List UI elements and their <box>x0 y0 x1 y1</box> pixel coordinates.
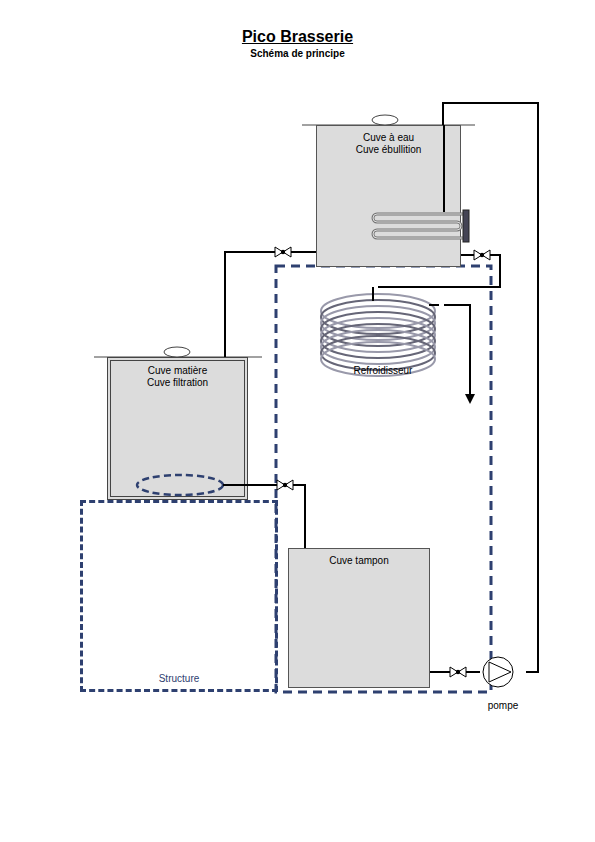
coil-outlet <box>429 304 439 306</box>
pump-triangle <box>489 662 511 682</box>
buffer-tank: Cuve tampon <box>288 548 430 688</box>
boil-tank: Cuve à eauCuve ébullition <box>316 125 461 267</box>
node-label: Cuve matière <box>115 365 240 377</box>
node-label: Structure <box>83 673 275 685</box>
node-label: pompe <box>480 700 526 712</box>
tank-lid <box>164 347 190 357</box>
node-label: Refroidisseur <box>317 365 449 377</box>
diagram-title: Pico Brasserie <box>0 28 595 46</box>
cooler-outlet <box>444 305 470 396</box>
pump-body <box>483 657 513 687</box>
pump: pompe <box>480 656 526 716</box>
heating-element <box>373 214 467 238</box>
structure-outline <box>276 266 491 692</box>
node-label: Cuve tampon <box>293 555 425 567</box>
tank-lid <box>372 115 398 125</box>
filter-ring <box>137 475 223 495</box>
return-pipe <box>443 125 445 212</box>
node-label: Cuve ébullition <box>321 144 456 156</box>
heater-flange <box>463 210 469 242</box>
pipe-connector <box>225 252 316 357</box>
filter-outlet <box>223 484 251 486</box>
node-label: Cuve filtration <box>115 377 240 389</box>
coil-inlet <box>372 287 374 301</box>
cooler-coil: Refroidisseur <box>317 287 449 387</box>
structure-region: Structure <box>80 500 278 692</box>
outlet-arrowhead <box>465 394 475 404</box>
mash-tank: Cuve matièreCuve filtration <box>107 357 248 500</box>
heating-element-highlight <box>373 214 467 238</box>
subtitle: Schéma de principe <box>0 48 595 59</box>
node-label: Cuve à eau <box>321 132 456 144</box>
